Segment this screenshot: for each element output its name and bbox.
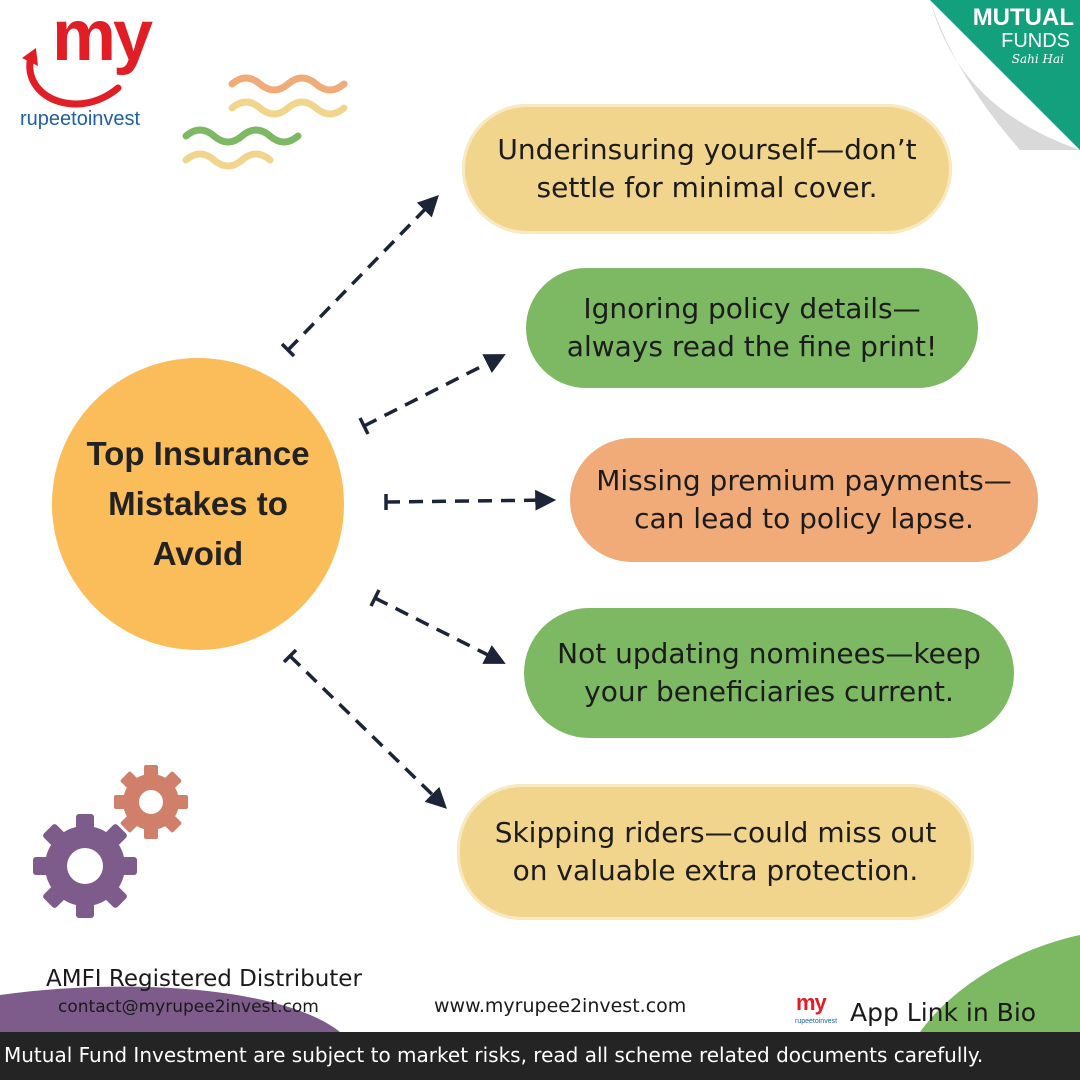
contact-email-link[interactable]: contact@myrupee2invest.com bbox=[58, 997, 319, 1017]
mistake-text: Not updating nominees—keep your benefici… bbox=[557, 637, 981, 708]
disclaimer-bar bbox=[0, 1032, 1080, 1080]
brand-logo-text: rupeetoinvest bbox=[20, 108, 141, 130]
mini-logo-text: rupeetoinvest bbox=[795, 1018, 838, 1025]
purple-blob bbox=[0, 986, 340, 1032]
app-link-text[interactable]: App Link in Bio bbox=[850, 998, 1037, 1027]
badge-title: MUTUAL bbox=[972, 4, 1074, 31]
green-blob bbox=[920, 935, 1080, 1032]
disclaimer-text: Mutual Fund Investment are subject to ma… bbox=[4, 1043, 984, 1067]
mini-logo-mark: my bbox=[796, 990, 827, 1015]
mutual-funds-badge bbox=[930, 0, 1080, 150]
arrow-tail-marks bbox=[280, 342, 388, 664]
mistake-card-1: Underinsuring yourself—don’t settle for … bbox=[462, 104, 952, 234]
mistake-card-2: Ignoring policy details—always read the … bbox=[526, 268, 978, 388]
mistake-text: Missing premium payments—can lead to pol… bbox=[596, 464, 1012, 535]
website-link[interactable]: www.myrupee2invest.com bbox=[434, 995, 687, 1017]
brand-logo-mark: my bbox=[52, 0, 153, 76]
mistake-text: Skipping riders—could miss out on valuab… bbox=[494, 816, 937, 887]
main-topic-circle: Top Insurance Mistakes to Avoid bbox=[52, 358, 344, 650]
main-title: Top Insurance Mistakes to Avoid bbox=[86, 435, 310, 572]
mistake-text: Underinsuring yourself—don’t settle for … bbox=[497, 133, 917, 204]
swirl-decoration bbox=[182, 74, 348, 170]
arrow-icon bbox=[286, 194, 557, 809]
mistake-card-5: Skipping riders—could miss out on valuab… bbox=[457, 784, 974, 920]
mistake-text: Ignoring policy details—always read the … bbox=[566, 292, 938, 363]
badge-tagline: Sahi Hai bbox=[1011, 52, 1064, 66]
gear-icon bbox=[114, 765, 188, 839]
mistake-card-3: Missing premium payments—can lead to pol… bbox=[570, 438, 1038, 562]
amfi-label: AMFI Registered Distributer bbox=[46, 966, 362, 992]
mistake-card-4: Not updating nominees—keep your benefici… bbox=[524, 608, 1014, 738]
badge-subtitle: FUNDS bbox=[1001, 30, 1070, 52]
logo-swoosh-icon bbox=[22, 48, 122, 108]
gear-icon bbox=[33, 814, 137, 918]
